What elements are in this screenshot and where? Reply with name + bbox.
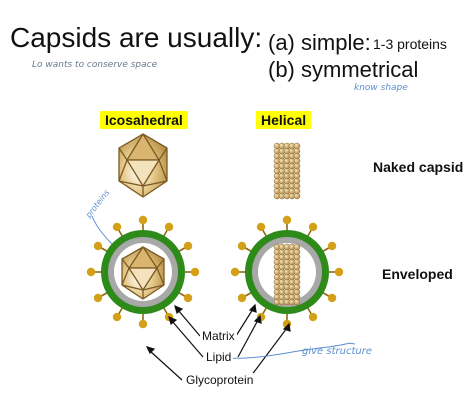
glycoprotein-head <box>183 293 193 303</box>
capsomere <box>293 243 301 251</box>
page-title: Capsids are usually: <box>10 22 263 53</box>
option-symmetrical: (b) symmetrical <box>268 57 419 82</box>
enveloped-icosahedral-virus <box>86 215 200 329</box>
glycoprotein-head <box>190 267 200 277</box>
handwritten-note-give-structure: give structure <box>302 346 372 357</box>
glycoprotein-head <box>230 267 240 277</box>
option-simple: (a) simple: <box>268 30 371 55</box>
enveloped-helical-capsid <box>273 243 301 306</box>
naked-icosahedral-capsid <box>118 133 168 198</box>
glycoprotein-head <box>93 293 103 303</box>
glycoprotein-head <box>183 241 193 251</box>
glycoprotein-head <box>112 222 122 232</box>
glycoprotein-head <box>256 222 266 232</box>
handwritten-note-conserve-space: Lo wants to conserve space <box>32 60 158 70</box>
enveloped-helical-virus <box>230 215 344 329</box>
glycoprotein-head <box>334 267 344 277</box>
option-simple-note: 1-3 proteins <box>373 36 447 52</box>
glycoprotein-head <box>164 222 174 232</box>
handwritten-note-know-shape: know shape <box>354 83 408 93</box>
annotation-stroke-proteins <box>91 215 113 245</box>
column-label-icosahedral: Icosahedral <box>100 111 188 129</box>
glycoprotein-head <box>93 241 103 251</box>
glycoprotein-head <box>327 293 337 303</box>
enveloped-icosahedral-capsid <box>121 246 165 300</box>
glycoprotein-head <box>237 293 247 303</box>
glycoprotein-head <box>86 267 96 277</box>
column-label-helical: Helical <box>256 111 312 129</box>
glycoprotein-head <box>138 319 148 329</box>
glycoprotein-head <box>327 241 337 251</box>
glycoprotein-head <box>308 222 318 232</box>
naked-helical-capsid <box>273 142 301 200</box>
glycoprotein-head <box>112 312 122 322</box>
callout-arrows <box>145 303 291 381</box>
callout-lipid: Lipid <box>204 350 234 364</box>
capsomere <box>293 142 301 150</box>
glycoprotein-head <box>282 215 292 225</box>
callout-glycoprotein: Glycoprotein <box>184 373 256 387</box>
glycoprotein-head <box>237 241 247 251</box>
glycoprotein-head <box>308 312 318 322</box>
row-label-naked-capsid: Naked capsid <box>373 159 464 175</box>
callout-matrix: Matrix <box>200 329 237 343</box>
row-label-enveloped: Enveloped <box>382 266 453 282</box>
annotation-stroke <box>221 342 356 359</box>
glycoprotein-head <box>138 215 148 225</box>
